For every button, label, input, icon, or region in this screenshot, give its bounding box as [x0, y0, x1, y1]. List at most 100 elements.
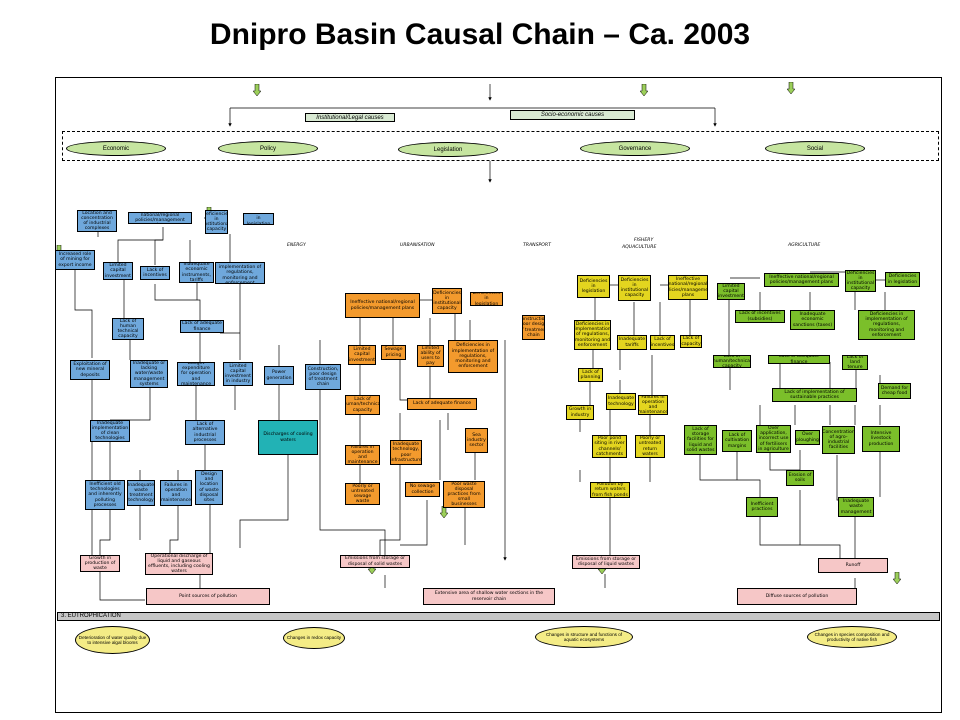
node-g2: Ineffective national/regional policies/m…: [764, 273, 839, 287]
node-e3: Changes in structure and functions of aq…: [535, 626, 633, 648]
node-o4: Limited capital investment: [348, 345, 376, 365]
node-g19: Erosion of soils: [786, 470, 814, 486]
node-y8: Lack of planning: [578, 368, 603, 382]
node-o13: Poorly or untreated sewage waste: [345, 483, 380, 505]
node-b2: Ineffective national/regional policies/m…: [128, 212, 192, 224]
node-b3: Deficiencies in institutional capacity: [205, 210, 228, 234]
node-o8: Lack of human/technical capacity: [345, 395, 380, 415]
node-b10: Lack of human technical capacity: [112, 318, 144, 340]
node-g20: Inefficient practices: [746, 497, 778, 517]
node-o11: Inadequate technology, poor infrastructu…: [390, 440, 422, 465]
node-b19: Inadequate waste treatment technology: [127, 480, 155, 506]
node-b8: Inadequate economic instruments, tariffs: [179, 262, 214, 283]
node-g3: Deficiencies in institutional capacity: [845, 270, 876, 292]
node-y4: Deficiencies in implementation of regula…: [574, 320, 611, 350]
sector-transport: TRANSPORT: [523, 243, 551, 248]
trend-arrow-icon: [787, 82, 795, 94]
sector-urbanisation: URBANISATION: [400, 243, 435, 248]
node-o5: Sewage pricing: [381, 345, 406, 360]
node-g18: Intensive livestock production: [862, 426, 900, 452]
node-o12: Sea industry sector: [465, 428, 488, 453]
node-b1: Location and concentration of industrial…: [77, 210, 117, 232]
node-b5: Increased role of mining for export inco…: [55, 250, 95, 270]
node-p5: Runoff: [818, 558, 888, 573]
node-b18: Inefficient old technologies and inheren…: [85, 480, 125, 510]
node-b9: Deficiencies in implementation of regula…: [215, 262, 265, 284]
node-b14: Budget expenditure for operation and mai…: [177, 362, 215, 386]
node-o16: Discharges of cooling waters: [258, 420, 318, 455]
node-e1: Deterioration of water quality due to in…: [75, 626, 150, 654]
node-e4: Changes in species composition and produ…: [807, 626, 897, 648]
eutrophication-band: 3. EUTROPHICATION: [57, 612, 940, 621]
node-y7: Lack of capacity: [680, 335, 702, 348]
node-w2: Extensive area of shallow water sections…: [423, 588, 555, 605]
node-o14: No sewage collection: [405, 482, 440, 497]
node-g21: Inadequate waste management: [838, 497, 874, 517]
node-g9: Lack of adequate finance: [768, 355, 830, 364]
node-g10: Lack of land tenure: [842, 355, 868, 370]
node-b20: Failures in operation and maintenance: [160, 480, 192, 506]
node-p3: Emissions from storage or disposal of so…: [340, 555, 410, 568]
node-y9: Inadequate technology: [606, 393, 636, 410]
node-b15: Limited capital investment in industry: [223, 362, 253, 386]
category-legislation: Legislation: [398, 142, 498, 157]
node-o9: Lack of adequate finance: [407, 398, 477, 410]
node-b22: Power generation: [264, 366, 294, 385]
node-y10: Failures in operation and maintenance: [638, 395, 668, 415]
node-b11: Lack of adequate finance: [180, 320, 224, 333]
node-g7: Deficiencies in implementation of regula…: [858, 310, 915, 340]
node-g16: Over ploughing: [795, 430, 820, 445]
node-transport: Construction, poor design of treatment c…: [522, 315, 545, 340]
node-b23: Construction, poor design of treatment c…: [305, 364, 341, 390]
category-social: Social: [765, 141, 865, 156]
node-o10: Failures in operation and maintenance: [345, 445, 380, 465]
category-policy: Policy: [218, 141, 318, 156]
node-o15: Poor waste disposal practices from small…: [443, 481, 485, 508]
node-o2: Deficiencies in institutional capacity: [432, 288, 462, 314]
node-o6: Limited ability of users to pay: [417, 345, 444, 367]
sector-fishery: FISHERY: [634, 238, 654, 243]
node-y3: Ineffective national/regional policies/m…: [668, 275, 708, 300]
node-b7: Lack of incentives: [140, 266, 170, 280]
category-governance: Governance: [580, 141, 690, 156]
node-g6: Inadequate economic sanctions (taxes): [790, 310, 835, 330]
node-y12: Poor pond siting in river channels/ catc…: [592, 435, 627, 458]
sector-agriculture: AGRICULTURE: [788, 243, 821, 248]
node-y2: Deficiencies in institutional capacity: [618, 275, 651, 301]
node-p2: Operational discharge of liquid and gase…: [145, 553, 213, 575]
root-causes-box: [62, 131, 939, 161]
node-b21: Design and location of waste disposal si…: [195, 470, 223, 505]
sector-aquaculture: AQUACULTURE: [622, 245, 657, 250]
node-g11: Demand for cheap food: [878, 383, 911, 399]
node-b17: Lack of alternative industrial processes: [185, 420, 225, 445]
node-o3: Deficiencies in legislation: [470, 292, 503, 306]
node-g4: Deficiencies in legislation: [885, 272, 920, 287]
node-o1: Ineffective national/regional policies/m…: [345, 293, 420, 318]
node-g14: Lack of cultivation margins: [722, 430, 752, 452]
node-b12: Exploitation of new mineral deposits: [70, 360, 110, 380]
page-title: Dnipro Basin Causal Chain – Ca. 2003: [209, 18, 751, 51]
node-e2: Changes in redox capacity: [283, 627, 345, 649]
category-economic: Economic: [66, 141, 166, 156]
node-w3: Diffuse sources of pollution: [737, 588, 857, 605]
node-p1: Growth in production of waste: [80, 555, 120, 572]
trend-arrow-icon: [640, 84, 648, 96]
node-g1: Limited capital investment: [717, 283, 745, 300]
institutional-causes-box: Institutional/Legal causes: [305, 113, 395, 122]
trend-arrow-icon: [253, 84, 261, 96]
sector-energy: ENERGY: [287, 243, 306, 248]
node-g8: Lack of human/technical capacity: [713, 355, 751, 368]
node-y11: Growth in industry: [566, 405, 594, 420]
node-y5: Inadequate tariffs: [617, 335, 647, 350]
node-g12: Lack of implementation of sustainable pr…: [772, 388, 857, 402]
node-y1: Deficiencies in legislation: [577, 275, 610, 298]
node-b16: Inadequate implementation of clean techn…: [90, 420, 130, 442]
node-y14: Pollution by return waters from fish pon…: [590, 482, 630, 498]
node-g15: Over application, incorrect use of ferti…: [756, 425, 791, 453]
diagram-frame: [55, 77, 942, 713]
trend-arrow-icon: [893, 572, 901, 584]
node-g5: Lack of incentives (subsidies): [735, 310, 785, 323]
node-b13: Inadequate or lacking water/waste manage…: [130, 360, 168, 388]
node-o7: Deficiencies in implementation of regula…: [448, 340, 498, 373]
node-g13: Lack of storage facilities for liquid an…: [684, 425, 717, 455]
